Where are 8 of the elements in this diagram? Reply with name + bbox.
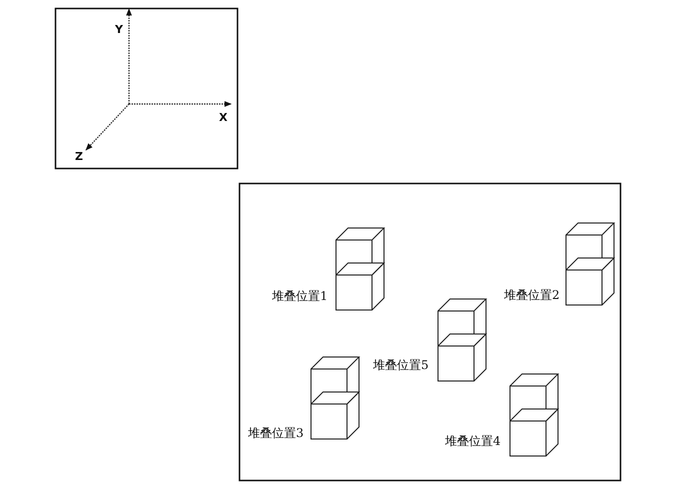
position-label: 堆叠位置2 (504, 289, 560, 301)
axis-label: Y (115, 24, 123, 35)
position-label: 堆叠位置5 (373, 359, 429, 371)
axis-label: Z (75, 151, 83, 162)
position-label: 堆叠位置1 (272, 290, 328, 302)
position-label: 堆叠位置4 (445, 435, 501, 447)
axis-label: X (219, 112, 228, 123)
position-label: 堆叠位置3 (248, 427, 304, 439)
